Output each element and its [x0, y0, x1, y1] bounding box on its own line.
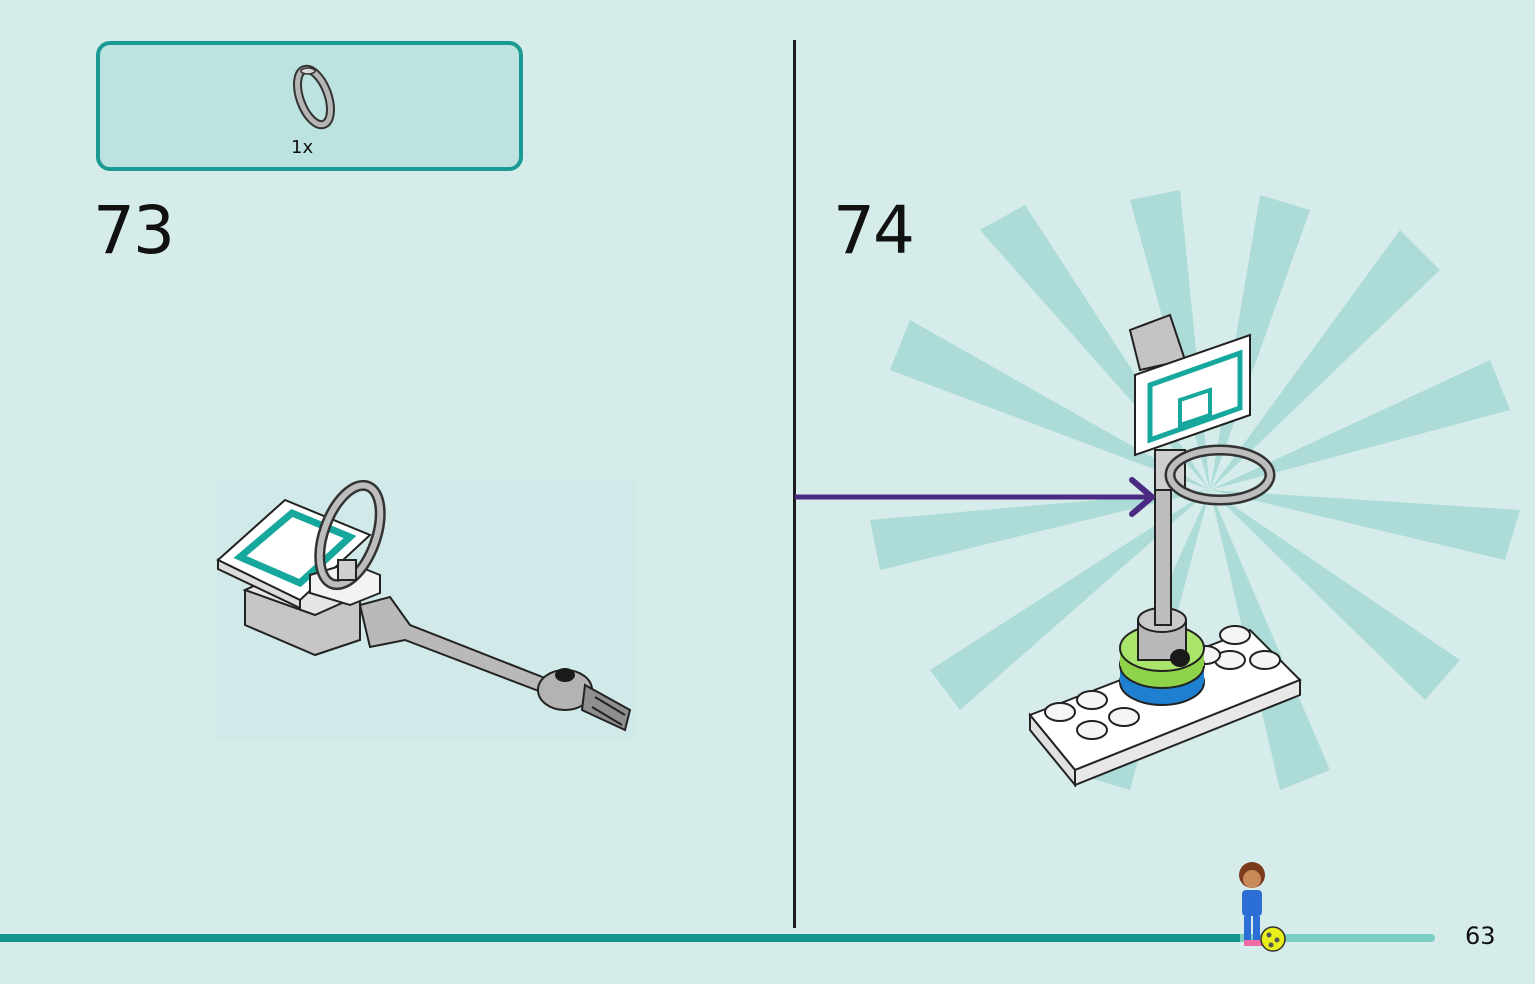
parts-callout-box: 1x: [96, 41, 523, 171]
assembly-arrow-icon: [795, 477, 1155, 517]
step-number-73: 73: [93, 192, 175, 269]
step-divider-line: [793, 40, 796, 928]
step-number-74: 74: [833, 192, 915, 269]
minifigure-with-ball-icon: [1239, 862, 1286, 952]
hoop-subassembly-illustration: [215, 479, 635, 740]
basketball-stand-illustration: [870, 190, 1520, 790]
page-number: 63: [1465, 922, 1496, 950]
grey-ring-part-icon: [293, 64, 335, 130]
progress-bar-remaining: [1240, 934, 1435, 942]
progress-bar: [0, 934, 1240, 942]
part-quantity: 1x: [291, 137, 314, 158]
